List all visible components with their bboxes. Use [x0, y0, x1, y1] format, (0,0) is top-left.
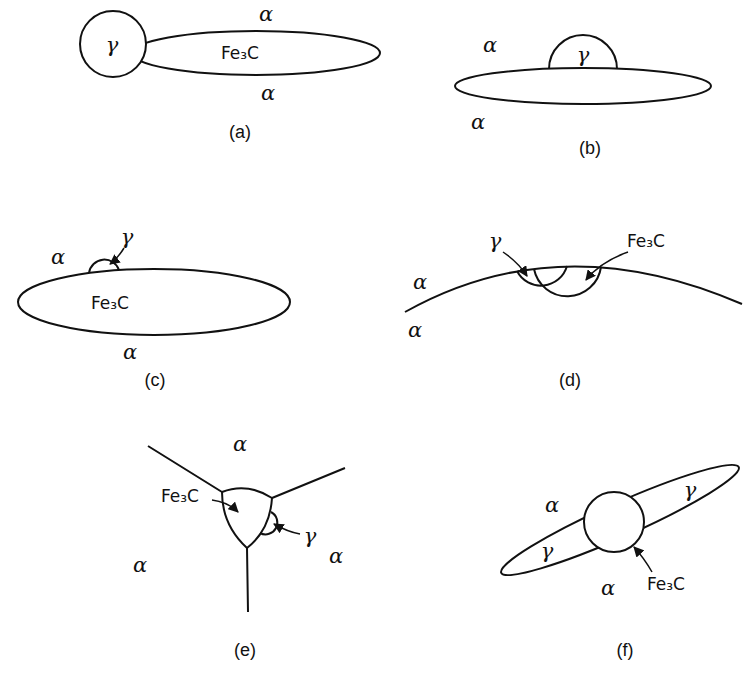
panel-letter: (f): [617, 641, 634, 659]
phase-label: α: [233, 434, 247, 455]
leader-arrow: [503, 252, 527, 276]
phase-label: γ: [541, 541, 554, 562]
cementite-particle: [222, 488, 272, 548]
austenite-nucleus: [80, 11, 146, 77]
leader-arrow: [212, 500, 238, 512]
phase-label: α: [329, 546, 343, 567]
phase-label: α: [259, 4, 273, 25]
phase-label: γ: [106, 35, 119, 56]
phase-label: γ: [304, 526, 317, 547]
phase-label: α: [601, 578, 615, 599]
cementite-plate: [455, 68, 711, 104]
phase-label: Fe₃C: [161, 488, 199, 505]
phase-label: α: [545, 495, 559, 516]
phase-label: γ: [121, 227, 134, 248]
phase-label: α: [483, 35, 497, 56]
austenite-nucleus: [517, 266, 567, 286]
panel-letter: (d): [559, 371, 581, 389]
austenite-nucleus: [549, 35, 617, 69]
leader-arrow: [110, 248, 124, 264]
phase-label: Fe₃C: [647, 576, 685, 593]
phase-label: α: [408, 320, 422, 341]
phase-label: α: [413, 272, 427, 293]
phase-label: α: [261, 83, 275, 104]
phase-label: γ: [577, 45, 590, 66]
phase-label: γ: [489, 231, 502, 252]
cementite-plate: [132, 31, 380, 75]
panel-letter: (c): [145, 371, 166, 389]
leader-arrow: [274, 524, 300, 534]
phase-label: Fe₃C: [221, 45, 259, 62]
leader-arrow: [634, 547, 652, 572]
phase-label: α: [51, 247, 65, 268]
phase-label: α: [123, 342, 137, 363]
cementite-particle: [584, 492, 644, 552]
phase-label: Fe₃C: [627, 233, 665, 250]
grain-boundary: [148, 446, 345, 612]
austenite-nucleus: [260, 512, 277, 534]
austenite-layer: [494, 452, 745, 589]
panel-letter: (e): [234, 641, 256, 659]
cementite-nucleus: [534, 267, 601, 296]
phase-label: Fe₃C: [91, 295, 129, 312]
phase-label: α: [471, 112, 485, 133]
phase-label: γ: [684, 480, 697, 501]
panel-letter: (a): [229, 123, 251, 141]
leader-arrow: [586, 252, 628, 280]
austenite-nucleus: [89, 260, 119, 273]
panel-letter: (b): [579, 139, 601, 157]
grain-boundary: [405, 266, 742, 312]
cementite-plate: [18, 269, 290, 335]
phase-label: α: [133, 555, 147, 576]
